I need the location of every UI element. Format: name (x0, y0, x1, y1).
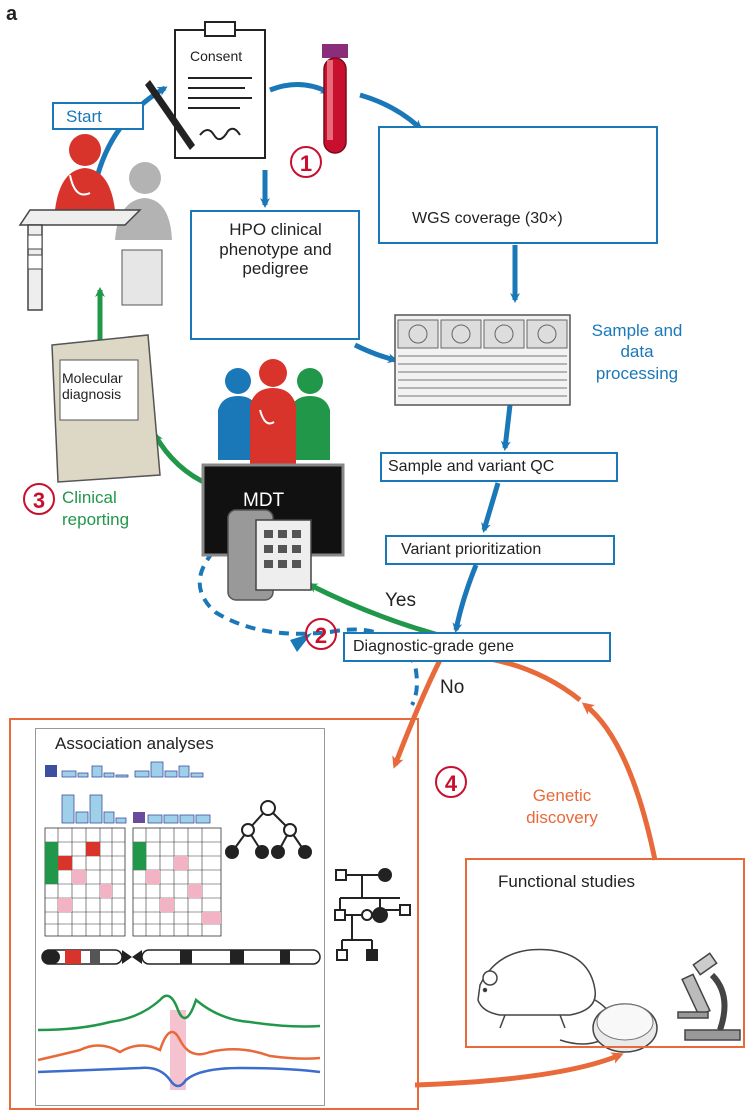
pedigree-large-icon (334, 868, 411, 961)
molecular-diagnosis-label: Molecular diagnosis (62, 370, 123, 403)
step-number-3: 3 (23, 483, 55, 515)
dashed-return-path (197, 538, 419, 706)
mdt-label: MDT (243, 490, 285, 511)
variant-prioritization-box: Variant prioritization (385, 535, 615, 565)
no-label: No (440, 677, 465, 698)
sample-variant-qc-box: Sample and variant QC (380, 452, 618, 482)
association-plots (37, 761, 321, 1090)
report-document-icon (51, 334, 161, 483)
genetic-discovery-label: Genetic discovery (526, 786, 598, 828)
sample-processing-label: Sample and data processing (591, 321, 683, 383)
orange-flow-arrows (392, 652, 658, 1088)
functional-studies-label: Functional studies (498, 872, 636, 891)
hpo-label: HPO clinical phenotype and pedigree (219, 220, 332, 279)
step-number-4: 4 (435, 766, 467, 798)
association-analyses-label: Association analyses (55, 734, 214, 753)
server-rack-icon (394, 314, 571, 406)
functional-studies-box (465, 858, 745, 1048)
mdt-team-icon (201, 359, 345, 601)
clinical-reporting-label: Clinical reporting (62, 488, 130, 530)
variant-prioritization-label: Variant prioritization (401, 541, 542, 558)
start-label: Start (66, 107, 102, 126)
consent-label: Consent (190, 48, 243, 64)
hpo-box (190, 210, 360, 340)
diagnostic-gene-label: Diagnostic-grade gene (353, 638, 514, 655)
wgs-box (378, 126, 658, 244)
blood-tube-icon (322, 44, 348, 154)
step-number-2: 2 (305, 618, 337, 650)
discovery-panel (9, 718, 419, 1110)
panel-letter: a (6, 3, 18, 25)
microscope-icon (677, 952, 741, 1041)
step-number-1: 1 (290, 146, 322, 178)
clinician-desk-icon (18, 134, 172, 311)
wgs-label: WGS coverage (30×) (412, 210, 563, 227)
consent-document-icon (145, 21, 266, 159)
diagnostic-gene-box: Diagnostic-grade gene (343, 632, 611, 662)
association-analyses-box (35, 728, 325, 1106)
mouse-icon (477, 948, 614, 1045)
petri-dish-icon (592, 1003, 658, 1053)
yes-label: Yes (385, 590, 416, 611)
sample-variant-qc-label: Sample and variant QC (388, 458, 555, 475)
start-box: Start (52, 102, 144, 130)
